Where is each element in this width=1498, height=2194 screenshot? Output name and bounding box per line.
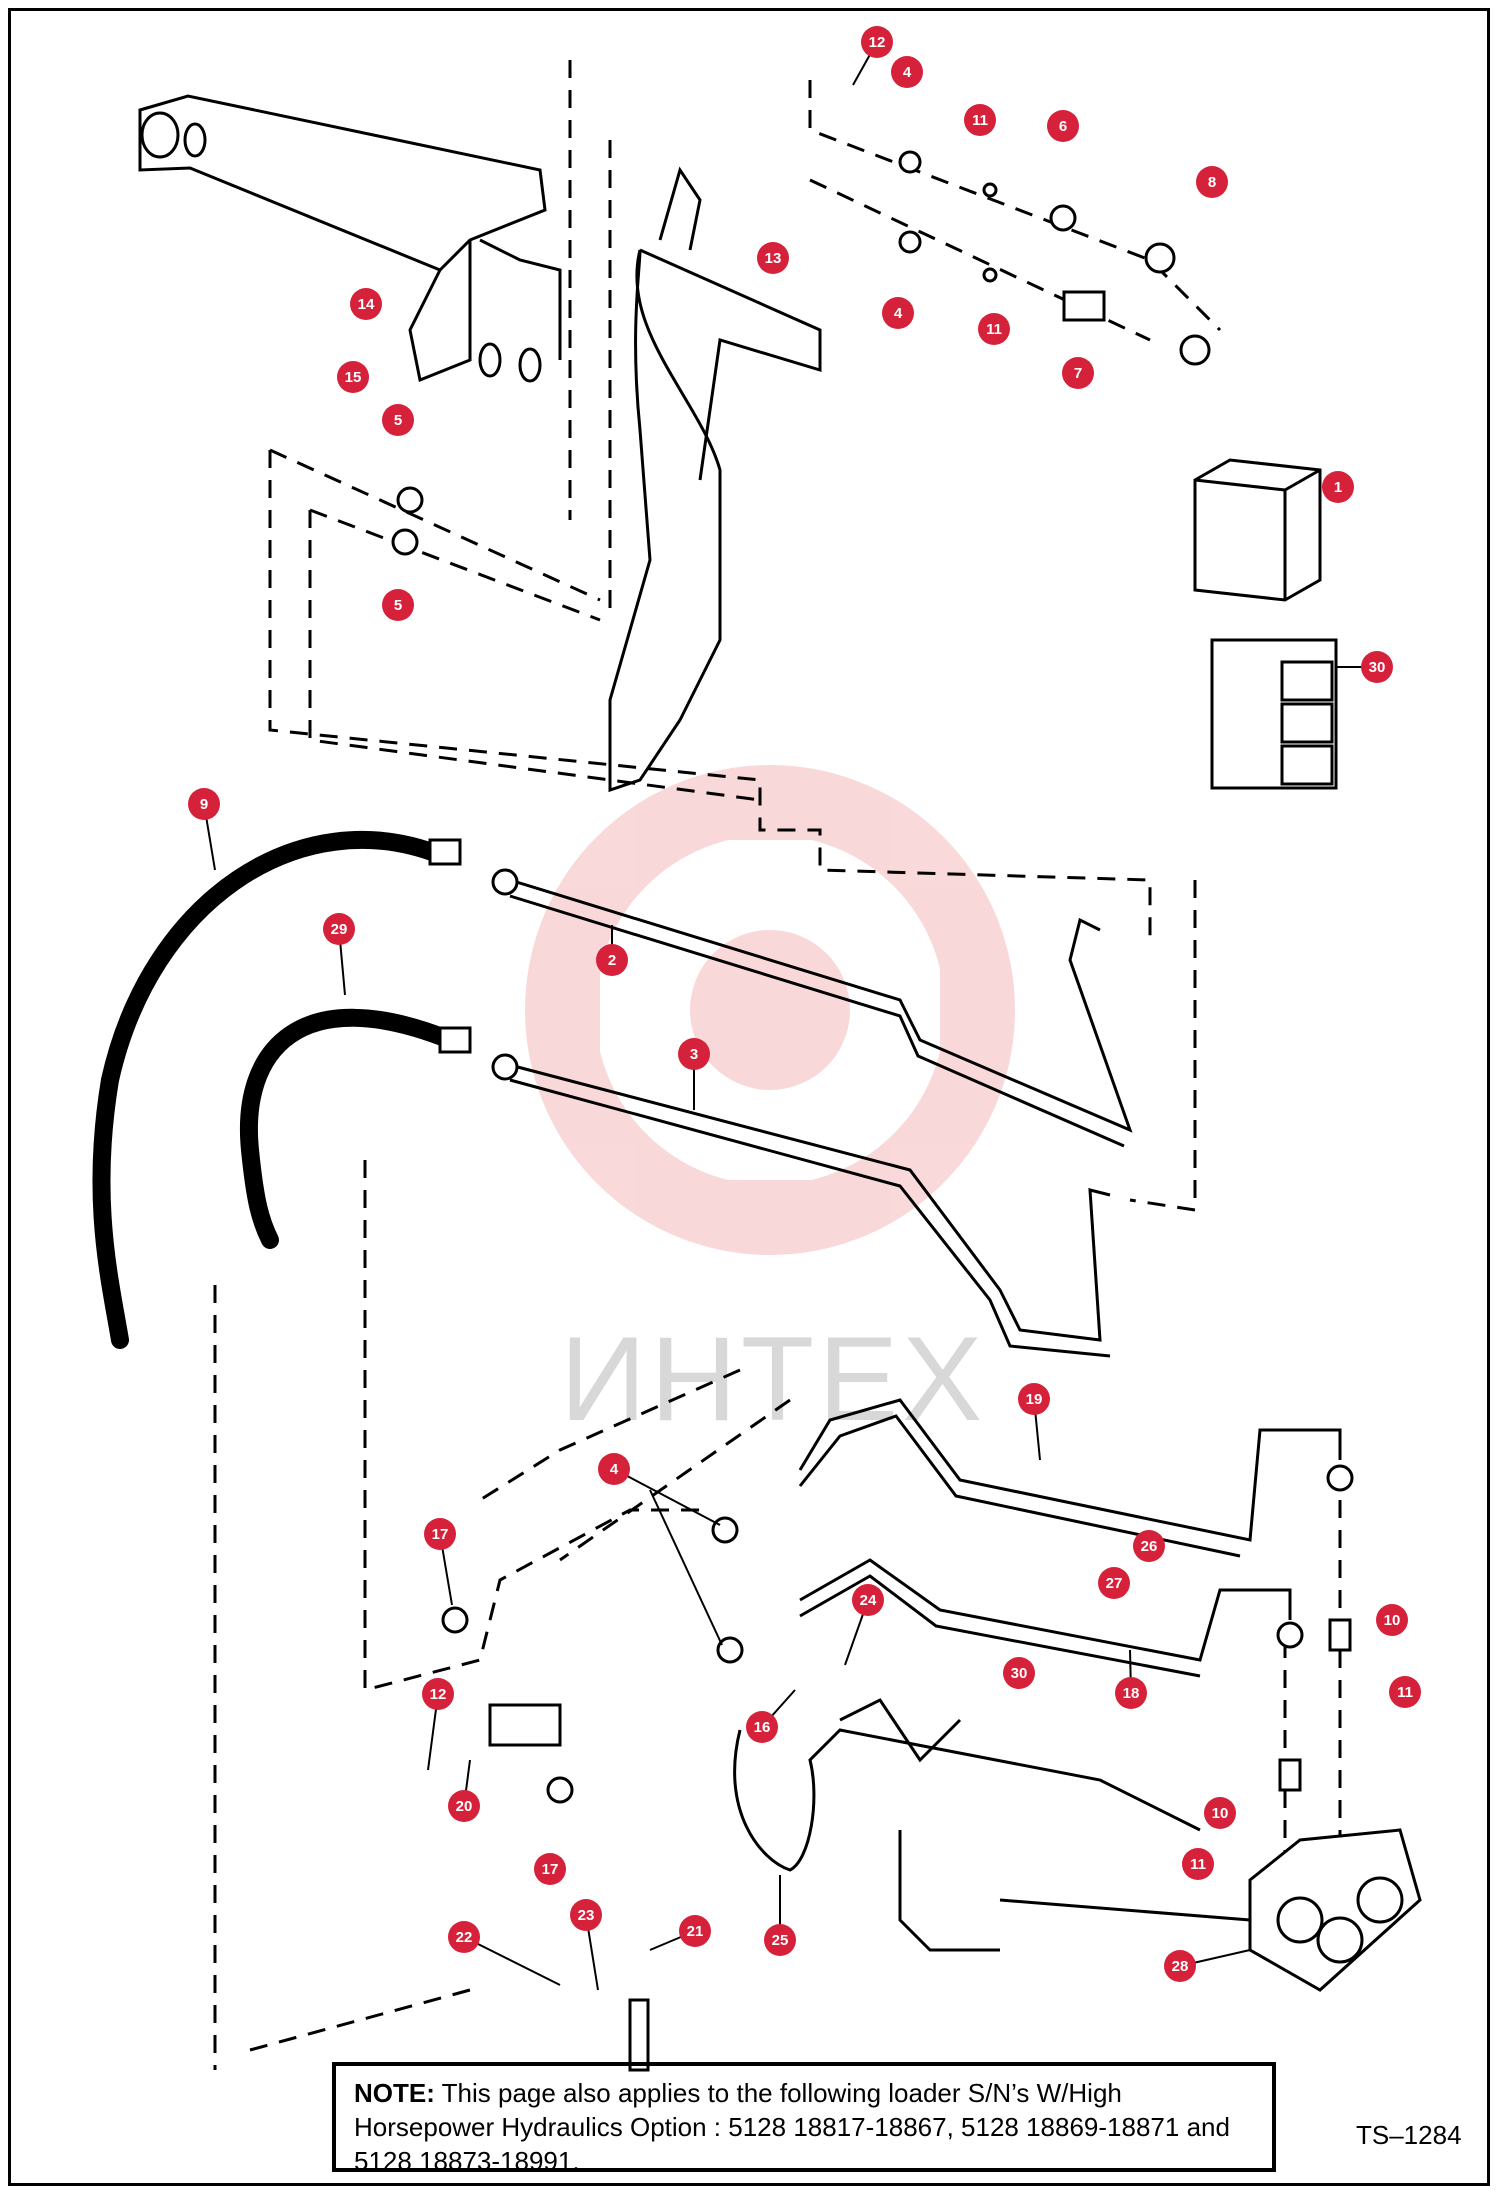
- callout-label: 4: [894, 305, 903, 322]
- callout-19[interactable]: 19: [1018, 1383, 1050, 1461]
- callout-label: 15: [345, 369, 362, 386]
- callout-13[interactable]: 13: [757, 242, 789, 274]
- loader-arm-drawing: [138, 94, 822, 793]
- box-and-decal-drawing: [1193, 458, 1338, 790]
- callout-label: 1: [1334, 479, 1342, 496]
- callout-label: 17: [432, 1526, 449, 1543]
- callout-label: 22: [456, 1929, 473, 1946]
- callout-label: 9: [200, 796, 208, 813]
- callout-4-c[interactable]: 4: [598, 1453, 723, 1646]
- callout-label: 10: [1212, 1805, 1229, 1822]
- callout-label: 30: [1369, 659, 1386, 676]
- callout-29[interactable]: 29: [323, 913, 355, 996]
- callout-label: 14: [358, 296, 375, 313]
- callout-24[interactable]: 24: [844, 1584, 884, 1666]
- watermark-text: ИНТЕХ: [560, 1312, 987, 1446]
- callout-label: 29: [331, 921, 348, 938]
- callout-label: 19: [1026, 1391, 1043, 1408]
- callout-label: 5: [394, 597, 402, 614]
- note-label: NOTE:: [354, 2078, 435, 2108]
- callout-label: 21: [687, 1923, 704, 1940]
- callout-11-d[interactable]: 11: [1182, 1848, 1214, 1880]
- callout-label: 5: [394, 412, 402, 429]
- callout-11-b[interactable]: 11: [978, 313, 1010, 345]
- callout-layer: 12 4 11 6 8 13 4 11 7 14 15 5 5 1 30 9 2…: [188, 26, 1421, 1991]
- callout-15[interactable]: 15: [337, 361, 369, 393]
- callout-6[interactable]: 6: [1047, 110, 1079, 142]
- callout-5-b[interactable]: 5: [382, 589, 414, 621]
- callout-11-c[interactable]: 11: [1389, 1676, 1421, 1708]
- callout-label: 11: [986, 321, 1002, 338]
- callout-label: 11: [972, 112, 988, 129]
- page-border: [8, 8, 1490, 2186]
- drawing-code: TS–1284: [1356, 2120, 1462, 2150]
- callout-20[interactable]: 20: [448, 1759, 480, 1822]
- callout-30-b[interactable]: 30: [1003, 1657, 1035, 1689]
- callout-3[interactable]: 3: [678, 1038, 710, 1110]
- callout-label: 20: [456, 1798, 473, 1815]
- callout-2[interactable]: 2: [596, 925, 628, 976]
- callout-label: 28: [1172, 1958, 1189, 1975]
- callout-23[interactable]: 23: [570, 1899, 602, 1991]
- callout-label: 4: [903, 64, 912, 81]
- callout-11-a[interactable]: 11: [964, 104, 996, 136]
- callout-17-b[interactable]: 17: [534, 1853, 566, 1885]
- callout-label: 27: [1106, 1575, 1123, 1592]
- callout-12-a[interactable]: 12: [852, 26, 893, 86]
- callout-28[interactable]: 28: [1164, 1949, 1251, 1982]
- callout-label: 10: [1384, 1612, 1401, 1629]
- hoses-drawing: [92, 830, 472, 1349]
- callout-label: 30: [1011, 1665, 1028, 1682]
- callout-10-b[interactable]: 10: [1204, 1797, 1236, 1829]
- callout-label: 17: [542, 1861, 559, 1878]
- callout-4-b[interactable]: 4: [882, 297, 914, 329]
- callout-25[interactable]: 25: [764, 1875, 796, 1956]
- callout-9[interactable]: 9: [188, 788, 220, 871]
- callout-label: 4: [610, 1461, 619, 1478]
- callout-18[interactable]: 18: [1115, 1649, 1147, 1709]
- callout-4-a[interactable]: 4: [891, 56, 923, 88]
- callout-label: 12: [430, 1686, 447, 1703]
- callout-1[interactable]: 1: [1322, 471, 1354, 503]
- callout-27[interactable]: 27: [1098, 1567, 1130, 1599]
- callout-14[interactable]: 14: [350, 288, 382, 320]
- callout-label: 2: [608, 952, 616, 969]
- tubes-drawing: [509, 878, 1342, 1678]
- applicability-note: NOTE: This page also applies to the foll…: [332, 2062, 1276, 2176]
- fittings-drawing: [391, 150, 1354, 1804]
- callout-label: 6: [1059, 118, 1067, 135]
- callout-30-a[interactable]: 30: [1337, 651, 1393, 683]
- note-text: This page also applies to the following …: [354, 2078, 1230, 2176]
- callout-label: 24: [860, 1592, 877, 1609]
- watermark-gear-icon: [525, 765, 1015, 1255]
- callout-17-a[interactable]: 17: [424, 1518, 456, 1606]
- callout-7[interactable]: 7: [1062, 357, 1094, 389]
- callout-5-a[interactable]: 5: [382, 404, 414, 436]
- callout-label: 3: [690, 1046, 698, 1063]
- callout-21[interactable]: 21: [649, 1915, 711, 1951]
- callout-16[interactable]: 16: [746, 1689, 796, 1743]
- callout-10-a[interactable]: 10: [1376, 1604, 1408, 1636]
- callout-label: 11: [1190, 1856, 1206, 1873]
- callout-label: 7: [1074, 365, 1082, 382]
- callout-12-b[interactable]: 12: [422, 1678, 454, 1771]
- valve-and-harness-drawing: [488, 1698, 1422, 2072]
- callout-26[interactable]: 26: [1133, 1530, 1165, 1562]
- callout-label: 8: [1208, 174, 1216, 191]
- callout-label: 23: [578, 1907, 595, 1924]
- callout-label: 25: [772, 1932, 789, 1949]
- callout-22[interactable]: 22: [448, 1921, 561, 1986]
- callout-label: 26: [1141, 1538, 1158, 1555]
- callout-label: 11: [1397, 1684, 1413, 1701]
- callout-label: 13: [765, 250, 782, 267]
- callout-label: 16: [754, 1719, 771, 1736]
- callout-label: 18: [1123, 1685, 1140, 1702]
- callout-8[interactable]: 8: [1196, 166, 1228, 198]
- callout-label: 12: [869, 34, 886, 51]
